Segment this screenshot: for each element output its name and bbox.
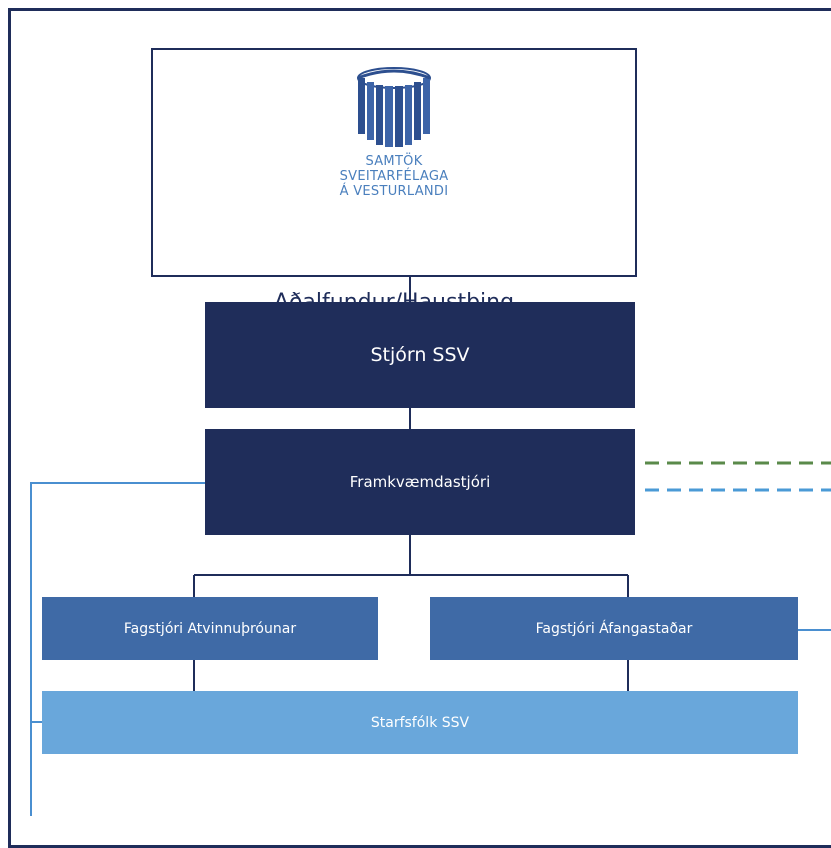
managing-director-label: Framkvæmdastjóri xyxy=(349,473,491,491)
staff-label: Starfsfólk SSV xyxy=(370,714,470,731)
lead-business-development-label: Fagstjóri Atvinnuþróunar xyxy=(123,620,297,637)
logo-line-1: SAMTÖK xyxy=(365,154,423,169)
connector-lines xyxy=(30,277,831,816)
logo-line-2: SVEITARFÉLAGA xyxy=(339,169,449,184)
board-label: Stjórn SSV xyxy=(370,344,470,366)
logo-line-3: Á VESTURLANDI xyxy=(339,184,449,199)
board-box: Stjórn SSV xyxy=(205,302,635,408)
logo-text: SAMTÖK SVEITARFÉLAGA Á VESTURLANDI xyxy=(340,154,449,199)
general-meeting-box: SAMTÖK SVEITARFÉLAGA Á VESTURLANDI Aðalf… xyxy=(151,48,637,315)
ssv-logo: SAMTÖK SVEITARFÉLAGA Á VESTURLANDI xyxy=(153,66,635,199)
lead-destination-label: Fagstjóri Áfangastaðar xyxy=(535,620,693,637)
cylinder-columns-logo-icon xyxy=(357,67,431,147)
lead-business-development-box: Fagstjóri Atvinnuþróunar xyxy=(42,597,378,660)
staff-box: Starfsfólk SSV xyxy=(42,691,798,754)
managing-director-box: Framkvæmdastjóri xyxy=(205,429,635,535)
connector-ceo-left-side xyxy=(30,482,205,816)
lead-destination-box: Fagstjóri Áfangastaðar xyxy=(430,597,798,660)
